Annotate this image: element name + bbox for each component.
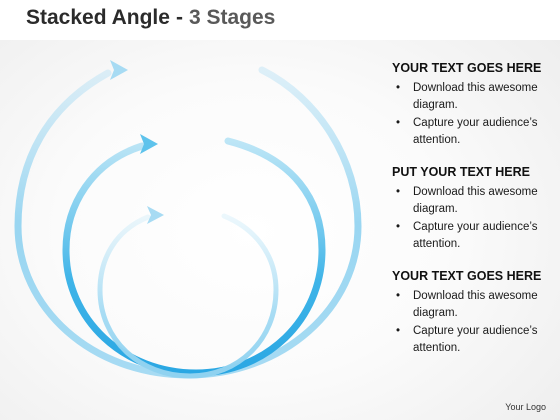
logo-placeholder: Your Logo (505, 402, 546, 412)
bullet-dot: • (396, 117, 401, 129)
bullet-dot: • (396, 221, 401, 233)
bullet-text: Download this awesome diagram. (413, 186, 538, 215)
text-block-heading: PUT YOUR TEXT HERE (392, 165, 530, 179)
bullet-dot: • (396, 325, 401, 337)
bullet-text: Capture your audience’s attention. (413, 117, 538, 146)
slide-title: Stacked Angle-3 Stages (26, 6, 275, 30)
title-subtitle: 3 Stages (188, 6, 276, 29)
bullet-item: • Download this awesome diagram. (392, 80, 557, 114)
bullet-text: Download this awesome diagram. (413, 82, 538, 111)
bullet-dot: • (396, 290, 401, 302)
bullet-list: • Download this awesome diagram. • Captu… (392, 288, 557, 357)
text-block-3: YOUR TEXT GOES HERE • Download this awes… (392, 269, 557, 358)
stacked-angle-diagram (14, 60, 362, 379)
bullet-item: • Download this awesome diagram. (392, 184, 557, 218)
bullet-text: Download this awesome diagram. (413, 290, 538, 319)
bullet-text: Capture your audience’s attention. (413, 221, 538, 250)
stage-3-arrowhead (147, 206, 164, 224)
title-bar (0, 0, 560, 40)
stage-2-arc (62, 137, 326, 377)
bullet-text: Capture your audience’s attention. (413, 325, 538, 354)
bullet-item: • Capture your audience’s attention. (392, 115, 557, 149)
text-block-heading: YOUR TEXT GOES HERE (392, 61, 542, 75)
text-block-heading: YOUR TEXT GOES HERE (392, 269, 542, 283)
bullet-list: • Download this awesome diagram. • Captu… (392, 80, 557, 149)
text-block-1: YOUR TEXT GOES HERE • Download this awes… (392, 61, 557, 150)
stage-3-arc (97, 213, 279, 379)
bullet-dot: • (396, 186, 401, 198)
stage-1-arrowhead (110, 60, 128, 80)
bullet-dot: • (396, 82, 401, 94)
text-block-2: PUT YOUR TEXT HERE • Download this aweso… (392, 165, 557, 254)
title-main: Stacked Angle (26, 6, 170, 29)
bullet-list: • Download this awesome diagram. • Captu… (392, 184, 557, 253)
stage-3-arrow (97, 206, 279, 379)
stage-2-arrowhead (140, 134, 158, 154)
title-separator: - (175, 6, 183, 29)
bullet-item: • Download this awesome diagram. (392, 288, 557, 322)
stage-2-arrow (62, 134, 326, 377)
bullet-item: • Capture your audience’s attention. (392, 323, 557, 357)
bullet-item: • Capture your audience’s attention. (392, 219, 557, 253)
